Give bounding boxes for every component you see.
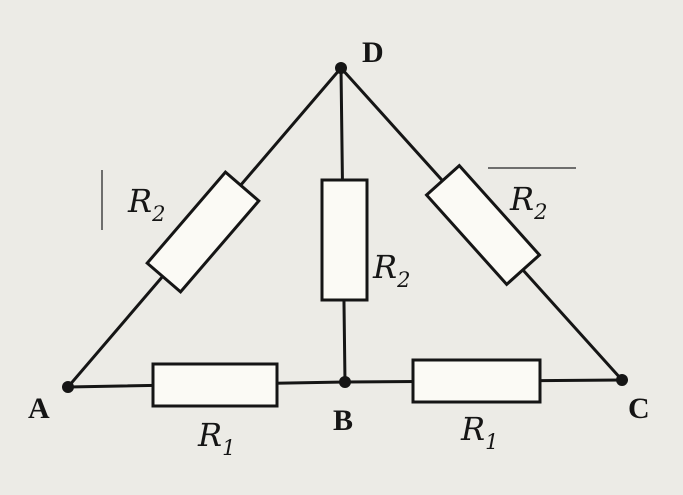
resistor-r2-cd (424, 163, 542, 287)
resistor-r1-ab (151, 362, 279, 408)
node-dot-d (335, 62, 347, 74)
node-dot-b (339, 376, 351, 388)
resistor-r2-bd (320, 178, 369, 302)
resistor-r1-bc (411, 358, 542, 404)
node-dot-a (62, 381, 74, 393)
label-r2-ad: R2 (127, 182, 165, 226)
node-label-d: D (362, 36, 384, 69)
node-dot-c (616, 374, 628, 386)
resistor-r2-ad (145, 170, 261, 294)
label-r2-bd: R2 (372, 248, 410, 292)
label-r1-ab: R1 (197, 416, 235, 460)
node-label-c: C (628, 392, 650, 425)
label-r2-cd: R2 (509, 180, 547, 224)
node-label-b: B (333, 404, 353, 437)
label-r1-bc: R1 (460, 410, 498, 454)
node-label-a: A (28, 392, 50, 425)
